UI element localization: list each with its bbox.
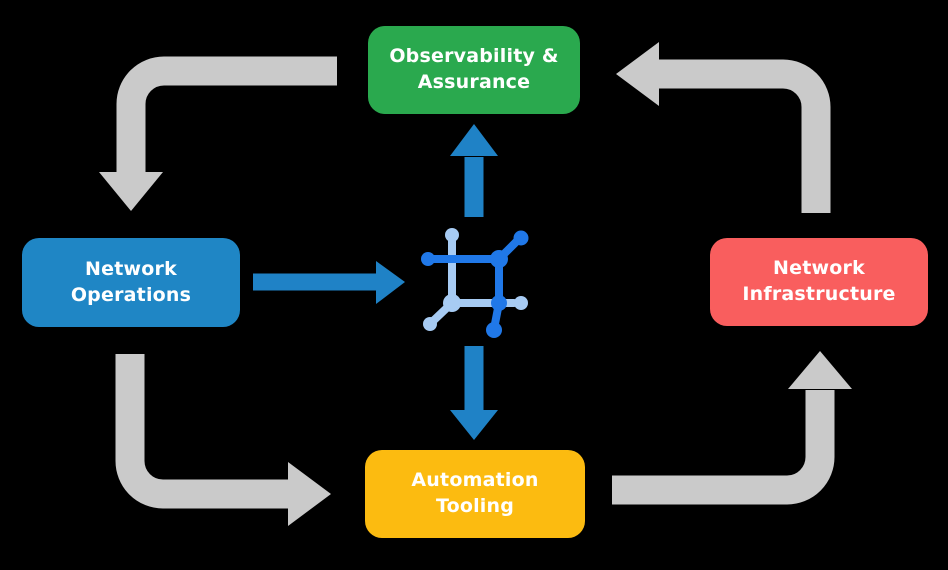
arrow-center-to-observability: [450, 124, 498, 217]
arrow-head: [99, 172, 163, 211]
arrow-automation-to-infrastructure: [612, 351, 852, 505]
node-label: Observability & Assurance: [389, 45, 559, 93]
arrow-head: [376, 261, 405, 304]
arrow-operations-to-automation: [115, 354, 331, 526]
arrow-head: [288, 462, 331, 526]
node-automation-tooling: Automation Tooling: [365, 450, 585, 538]
arrow-shaft: [115, 354, 289, 509]
arrow-center-to-automation: [450, 346, 498, 440]
node-label: Network Infrastructure: [742, 257, 896, 305]
arrow-head: [450, 124, 498, 156]
node-network-operations: Network Operations: [22, 238, 240, 327]
arrow-infrastructure-to-observability: [616, 42, 831, 213]
arrow-operations-to-center: [253, 261, 405, 304]
node-label: Network Operations: [70, 257, 192, 306]
arrow-head: [788, 351, 852, 389]
icon-light-nodes: [423, 228, 528, 331]
icon-dark-nodes: [421, 230, 529, 338]
node-label: Automation Tooling: [411, 469, 539, 517]
node-observability-assurance: Observability & Assurance: [368, 26, 580, 114]
arrow-shaft: [116, 56, 337, 173]
network-nodes-icon: [421, 228, 529, 338]
arrow-shaft: [612, 390, 835, 505]
arrow-shaft: [659, 59, 831, 213]
node-network-infrastructure: Network Infrastructure: [710, 238, 928, 326]
arrow-observability-to-operations: [99, 56, 337, 211]
arrow-head: [616, 42, 659, 106]
arrow-head: [450, 410, 498, 440]
